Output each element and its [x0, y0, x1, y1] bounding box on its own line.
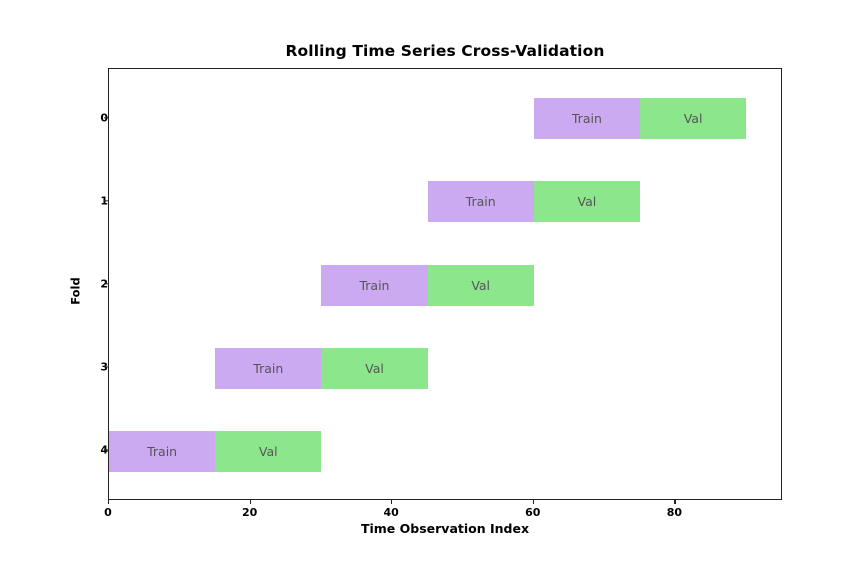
y-tick-mark-2	[104, 283, 108, 285]
bar-val-fold-3: Val	[321, 347, 428, 389]
bar-val-fold-2: Val	[427, 264, 534, 306]
bar-train-fold-4: Train	[109, 430, 216, 472]
x-tick-mark-60	[532, 500, 535, 504]
bar-train-fold-0: Train	[533, 98, 640, 140]
x-tick-mark-80	[674, 500, 676, 504]
bar-label-val: Val	[365, 360, 384, 376]
y-tick-mark-1	[104, 200, 108, 202]
bar-val-fold-1: Val	[533, 181, 640, 223]
bar-label-val: Val	[258, 443, 278, 459]
bar-label-val: Val	[577, 194, 597, 210]
bar-train-fold-3: Train	[215, 347, 322, 389]
x-axis-ticks: 0 20 40 60 80	[104, 500, 782, 530]
bar-label-train: Train	[359, 277, 390, 293]
page-title: Rolling Time Series Cross-Validation	[285, 42, 605, 60]
bar-label-train: Train	[147, 443, 178, 459]
y-tick-mark-3	[104, 366, 108, 368]
x-axis-label: Time Observation Index	[360, 521, 530, 536]
bar-label-train: Train	[571, 111, 602, 127]
y-tick-mark-4	[104, 449, 108, 451]
x-tick-label-20: 20	[241, 506, 258, 519]
x-tick-mark-40	[391, 500, 393, 504]
bar-train-fold-1: Train	[427, 181, 534, 223]
x-tick-label-40: 40	[383, 506, 399, 519]
x-tick-label-0: 0	[104, 506, 112, 519]
x-tick-label-80: 80	[666, 506, 683, 519]
bar-val-fold-0: Val	[639, 98, 747, 140]
x-tick-mark-0	[108, 500, 110, 504]
y-tick-mark-0	[104, 117, 108, 119]
bar-train-fold-2: Train	[321, 264, 428, 306]
y-axis-ticks: 01234	[74, 68, 108, 500]
bar-label-train: Train	[465, 194, 496, 210]
bar-label-train: Train	[253, 360, 284, 376]
x-tick-label-60: 60	[525, 506, 541, 519]
bar-val-fold-4: Val	[215, 430, 322, 472]
x-tick-mark-20	[249, 500, 251, 504]
bar-label-val: Val	[471, 277, 491, 293]
bar-label-val: Val	[683, 111, 703, 127]
